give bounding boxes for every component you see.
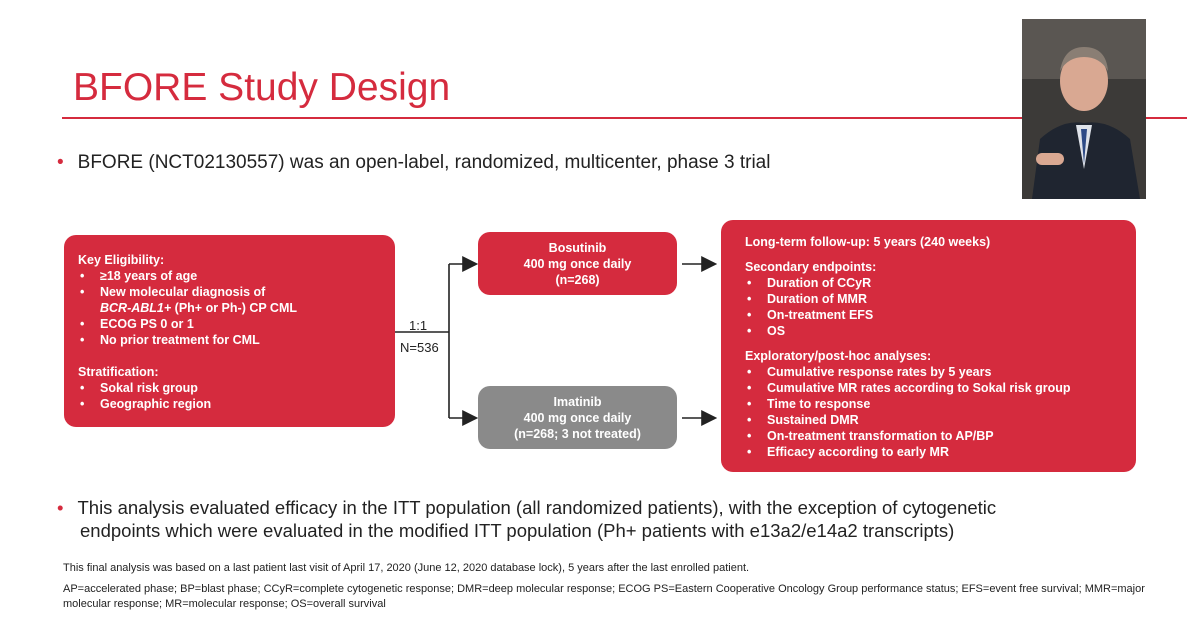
footnote-abbreviations: AP=accelerated phase; BP=blast phase; CC… — [63, 583, 1145, 610]
arm-n: (n=268; 3 not treated) — [514, 427, 641, 441]
bosutinib-arm-box: Bosutinib 400 mg once daily (n=268) — [478, 232, 677, 295]
secondary-item: Duration of CCyR — [745, 275, 1112, 291]
exploratory-heading: Exploratory/post-hoc analyses: — [745, 349, 932, 363]
gene-name: BCR-ABL1+ — [100, 301, 172, 315]
eligibility-item: ≥18 years of age — [78, 268, 381, 284]
exploratory-item: Cumulative MR rates according to Sokal r… — [745, 380, 1112, 396]
exploratory-item: Efficacy according to early MR — [745, 444, 1112, 460]
exploratory-item: Time to response — [745, 396, 1112, 412]
exploratory-item: On-treatment transformation to AP/BP — [745, 428, 1112, 444]
speaker-silhouette-icon — [1022, 19, 1146, 199]
speaker-video — [1022, 19, 1146, 199]
secondary-list: Duration of CCyR Duration of MMR On-trea… — [745, 275, 1112, 339]
eligibility-item: New molecular diagnosis of — [78, 284, 381, 300]
arm-dose: 400 mg once daily — [523, 257, 632, 271]
footnote-analysis: This final analysis was based on a last … — [63, 562, 750, 574]
intro-bullet: • BFORE (NCT02130557) was an open-label, … — [57, 152, 770, 174]
stratification-list: Sokal risk group Geographic region — [78, 380, 381, 412]
slide-title: BFORE Study Design — [73, 66, 451, 109]
eligibility-list: ≥18 years of age New molecular diagnosis… — [78, 268, 381, 348]
exploratory-item: Sustained DMR — [745, 412, 1112, 428]
eligibility-item-cont: (Ph+ or Ph-) CP CML — [174, 301, 298, 315]
imatinib-arm-box: Imatinib 400 mg once daily (n=268; 3 not… — [478, 386, 677, 449]
eligibility-item: ECOG PS 0 or 1 — [78, 316, 381, 332]
eligibility-item: No prior treatment for CML — [78, 332, 381, 348]
stratification-item: Geographic region — [78, 396, 381, 412]
title-divider — [62, 117, 1187, 119]
eligibility-heading: Key Eligibility: — [78, 253, 165, 267]
arm-name: Imatinib — [553, 395, 602, 409]
eligibility-item: BCR-ABL1+ (Ph+ or Ph-) CP CML — [78, 300, 381, 316]
intro-bullet-text: BFORE (NCT02130557) was an open-label, r… — [77, 152, 771, 173]
arm-dose: 400 mg once daily — [523, 411, 632, 425]
arm-n: (n=268) — [555, 273, 600, 287]
stratification-heading: Stratification: — [78, 365, 159, 379]
analysis-bullet-line1: This analysis evaluated efficacy in the … — [77, 497, 997, 518]
bullet-dot: • — [57, 497, 64, 518]
bullet-dot: • — [57, 152, 64, 173]
randomization-n: N=536 — [400, 340, 439, 355]
exploratory-list: Cumulative response rates by 5 years Cum… — [745, 364, 1112, 460]
secondary-item: Duration of MMR — [745, 291, 1112, 307]
stratification-item: Sokal risk group — [78, 380, 381, 396]
secondary-heading: Secondary endpoints: — [745, 260, 877, 274]
eligibility-box: Key Eligibility: ≥18 years of age New mo… — [64, 235, 395, 427]
secondary-item: On-treatment EFS — [745, 307, 1112, 323]
arm-name: Bosutinib — [548, 241, 607, 255]
analysis-bullet-line2: endpoints which were evaluated in the mo… — [80, 520, 955, 541]
followup-text: Long-term follow-up: 5 years (240 weeks) — [745, 235, 991, 249]
randomization-ratio: 1:1 — [409, 318, 428, 333]
secondary-item: OS — [745, 323, 1112, 339]
endpoints-box: Long-term follow-up: 5 years (240 weeks)… — [721, 220, 1136, 472]
exploratory-item: Cumulative response rates by 5 years — [745, 364, 1112, 380]
analysis-bullet: • This analysis evaluated efficacy in the… — [57, 496, 1167, 542]
